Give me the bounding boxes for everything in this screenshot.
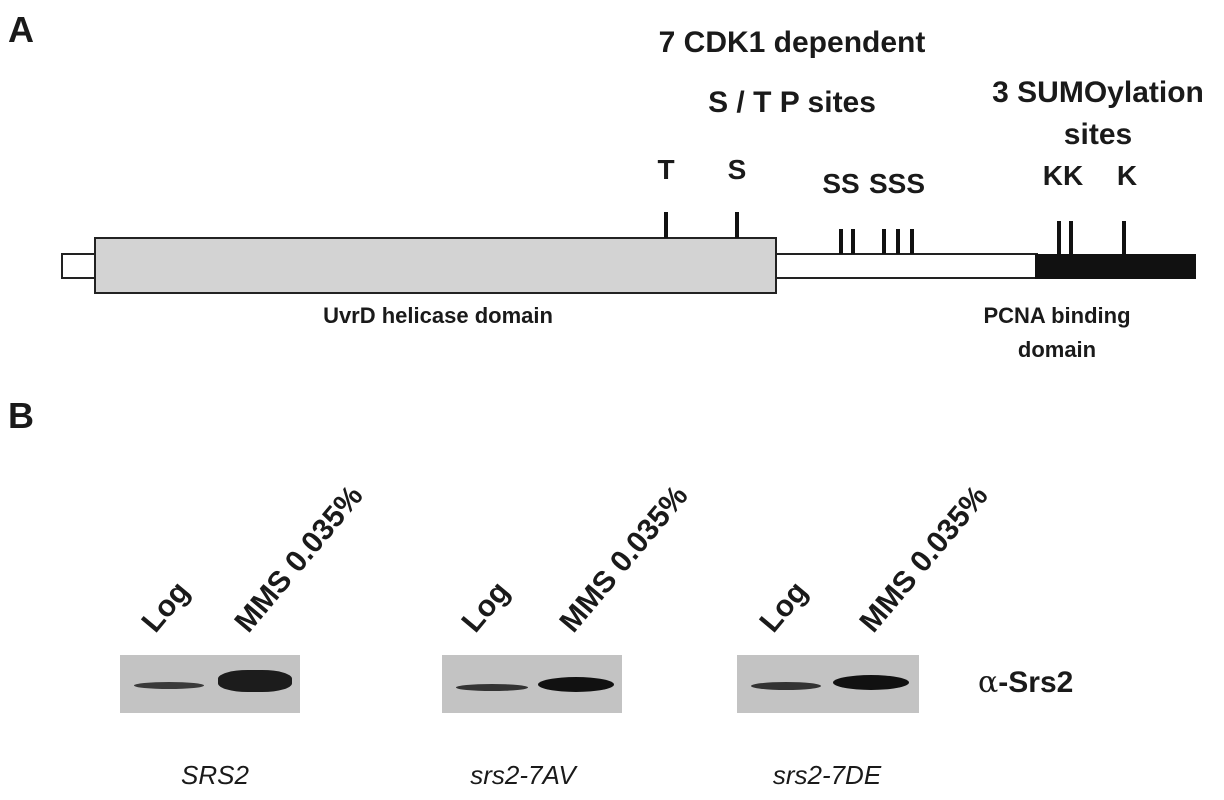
lane-label-mms-srs2: MMS 0.035%	[228, 479, 370, 639]
western-blot-srs2	[120, 655, 300, 713]
lane-label-log-srs2: Log	[135, 575, 197, 639]
lane-label-mms-srs2-7av: MMS 0.035%	[553, 479, 695, 639]
cdk-sites-title-line1: 7 CDK1 dependent	[658, 26, 926, 59]
middle-linker-segment	[774, 253, 1038, 279]
genotype-label-srs2-7de: srs2-7DE	[772, 760, 882, 790]
genotype-label-srs2-7av: srs2-7AV	[470, 760, 576, 790]
panel-b-letter: B	[8, 395, 34, 436]
uvrd-helicase-domain-label: UvrD helicase domain	[323, 303, 553, 328]
genotype-label-srs2: SRS2	[181, 760, 249, 790]
western-blot-srs2-7av	[442, 655, 622, 713]
antibody-name: -Srs2	[998, 666, 1074, 699]
cdk-sites-title-line2: S / T P sites	[708, 86, 876, 119]
uvrd-helicase-domain-box	[94, 237, 777, 294]
site-label-s: S	[727, 154, 747, 185]
site-label-sss-group: SSS	[868, 168, 926, 199]
antibody-alpha-symbol: α	[978, 665, 999, 700]
panel-a-letter: A	[8, 9, 34, 50]
site-tick-marks	[664, 212, 1126, 254]
band-log-srs2-7av	[456, 684, 528, 691]
sumo-sites-title-line2: sites	[1063, 118, 1133, 151]
site-label-kk-group: KK	[1042, 160, 1084, 191]
lane-label-log-srs2-7de: Log	[753, 575, 815, 639]
pcna-binding-domain-label-line1: PCNA binding	[983, 303, 1131, 328]
lane-label-mms-srs2-7de: MMS 0.035%	[853, 479, 995, 639]
western-blot-srs2-7de	[737, 655, 919, 713]
site-label-t: T	[657, 154, 675, 185]
band-mms-srs2-7av	[538, 677, 614, 692]
sumo-sites-title-line1: 3 SUMOylation	[992, 76, 1204, 109]
srs2-protein-schematic	[61, 212, 1196, 294]
n-terminal-segment	[61, 253, 97, 279]
pcna-binding-domain-label-line2: domain	[1017, 337, 1097, 362]
band-log-srs2	[134, 682, 204, 689]
site-label-ss-group: SS	[822, 168, 860, 199]
lane-label-log-srs2-7av: Log	[455, 575, 517, 639]
band-log-srs2-7de	[751, 682, 821, 690]
band-mms-srs2	[218, 670, 292, 692]
site-label-k: K	[1116, 160, 1138, 191]
band-mms-srs2-7de	[833, 675, 909, 690]
antibody-label: α-Srs2	[978, 668, 1073, 698]
pcna-binding-domain-bar	[1035, 254, 1196, 279]
